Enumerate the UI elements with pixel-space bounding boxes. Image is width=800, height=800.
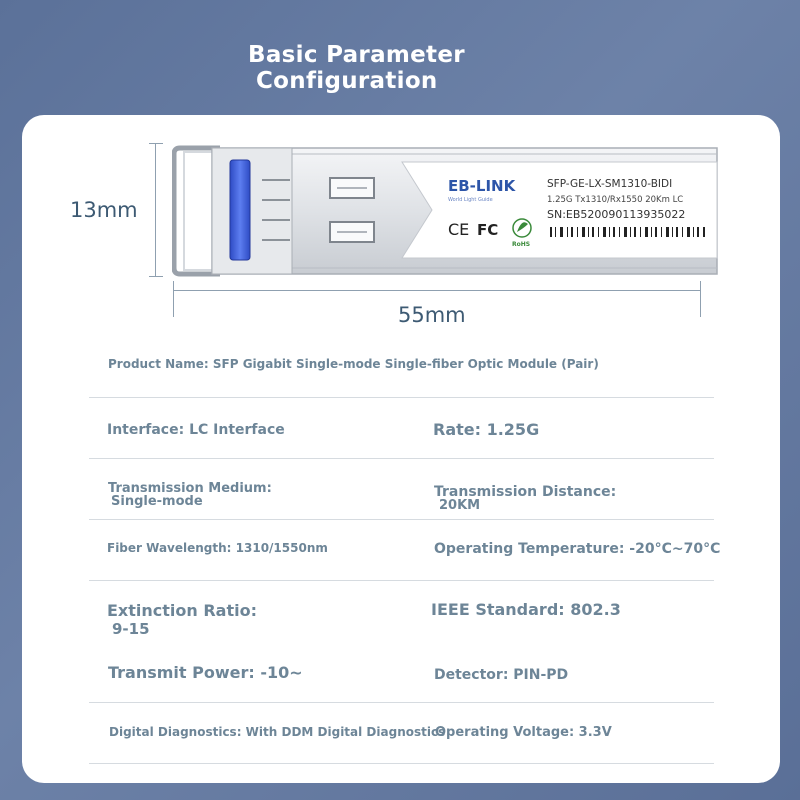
row-divider xyxy=(89,519,714,520)
svg-text:World Light Guide: World Light Guide xyxy=(448,197,493,203)
spec-medium-label: Transmission Medium: xyxy=(108,481,272,496)
page-title-line1: Basic Parameter xyxy=(248,42,465,68)
page-title: Basic Parameter Configuration xyxy=(248,42,465,94)
length-dimension-label: 55mm xyxy=(398,303,466,327)
spec-extinction-label: Extinction Ratio: xyxy=(107,601,257,620)
height-dimension-line xyxy=(155,143,156,277)
spec-distance-label: Transmission Distance: xyxy=(434,484,617,500)
length-tick-left xyxy=(173,281,174,317)
spec-ieee: IEEE Standard: 802.3 xyxy=(431,600,621,619)
fc-mark: FC xyxy=(477,221,498,239)
spec-distance-value: 20KM xyxy=(439,498,481,513)
row-divider xyxy=(89,397,714,398)
spec-product-name: Product Name: SFP Gigabit Single-mode Si… xyxy=(108,357,599,371)
row-divider xyxy=(89,458,714,459)
row-divider xyxy=(89,702,714,703)
row-divider xyxy=(89,763,714,764)
height-tick-bottom xyxy=(149,276,163,277)
spec-wavelength: Fiber Wavelength: 1310/1550nm xyxy=(107,541,328,555)
module-model: SFP-GE-LX-SM1310-BIDI xyxy=(547,178,672,190)
module-brand: EB-LINK xyxy=(448,177,517,195)
rohs-mark: RoHS xyxy=(512,241,530,248)
module-spec: 1.25G Tx1310/Rx1550 20Km LC xyxy=(547,195,683,205)
ce-mark: CE xyxy=(448,220,469,239)
height-tick-top xyxy=(149,143,163,144)
module-serial: SN:EB520090113935022 xyxy=(547,208,685,221)
row-divider xyxy=(89,580,714,581)
spec-diagnostics: Digital Diagnostics: With DDM Digital Di… xyxy=(109,725,446,739)
spec-transmit-power: Transmit Power: -10~ xyxy=(108,663,303,682)
sfp-module-image: EB-LINK World Light Guide SFP-GE-LX-SM13… xyxy=(172,145,718,277)
spec-interface: Interface: LC Interface xyxy=(107,422,285,438)
length-tick-right xyxy=(700,281,701,317)
spec-extinction-value: 9-15 xyxy=(112,620,150,638)
spec-voltage: Operating Voltage: 3.3V xyxy=(435,725,612,740)
spec-detector: Detector: PIN-PD xyxy=(434,667,569,683)
length-dimension-line xyxy=(174,290,701,291)
spec-rate: Rate: 1.25G xyxy=(433,420,540,439)
spec-medium-value: Single-mode xyxy=(111,494,203,509)
barcode xyxy=(550,227,705,237)
spec-card: 13mm 55mm xyxy=(22,115,780,783)
height-dimension-label: 13mm xyxy=(70,198,138,222)
page-title-line2: Configuration xyxy=(256,68,438,94)
spec-temperature: Operating Temperature: -20°C~70°C xyxy=(434,541,721,557)
